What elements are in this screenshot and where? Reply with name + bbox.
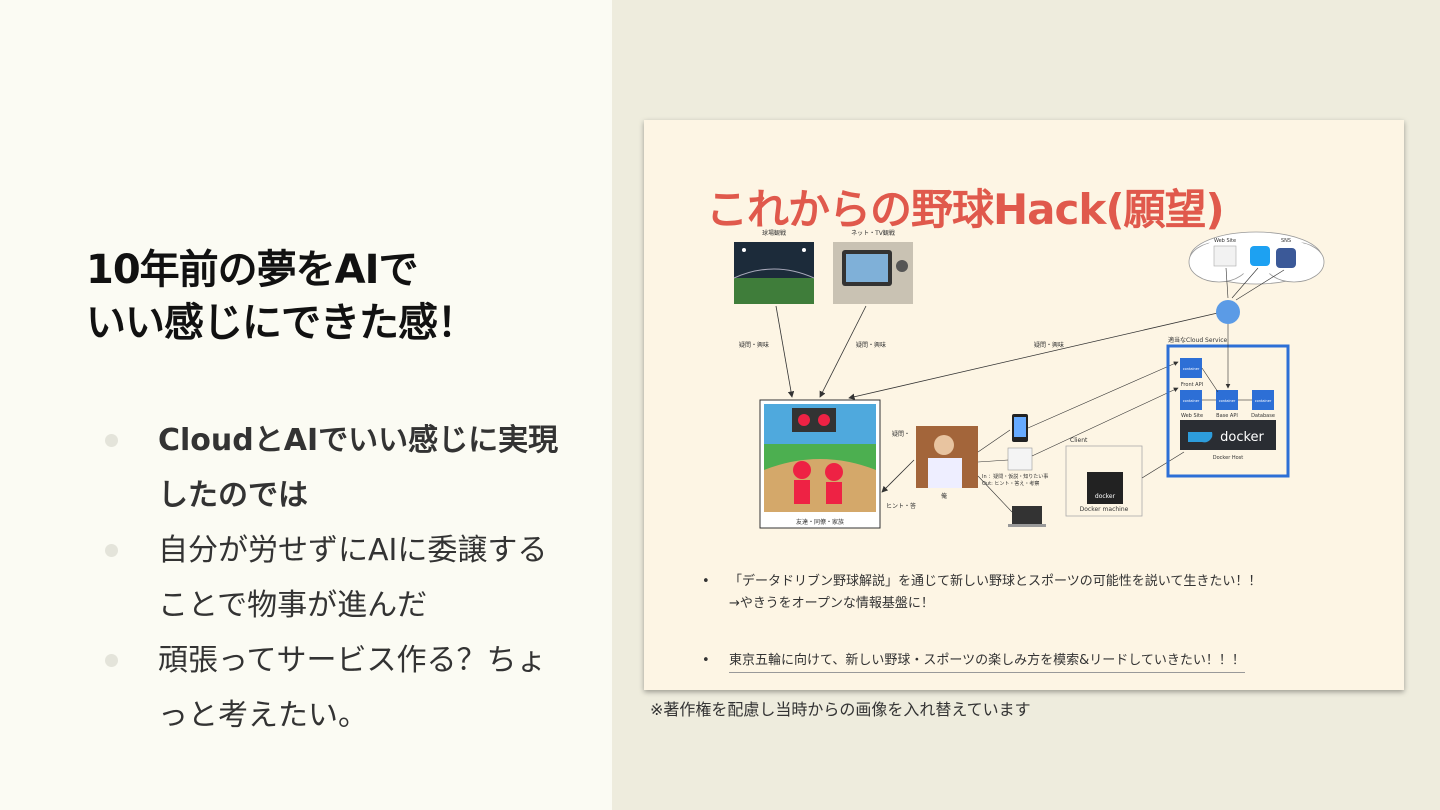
note-1-line2: →やきうをオープンな情報基盤に！	[729, 593, 1382, 615]
container-word: container	[1219, 399, 1236, 403]
container-word: container	[1183, 399, 1200, 403]
arrow-label: 疑問・興味	[1034, 341, 1064, 349]
left-panel: 10年前の夢をAIで いい感じにできた感！ CloudとAIでいい感じに実現した…	[0, 0, 612, 810]
bullet-text: CloudとAIでいい感じに実現したのでは	[158, 423, 558, 513]
me-label: 俺	[941, 492, 947, 500]
docker-machine-label: Docker machine	[1080, 506, 1129, 513]
embedded-slide: これからの野球Hack(願望) 球場観戦 ネット・TV観戦 疑問・興味 疑問・興…	[644, 120, 1404, 690]
facebook-icon	[1276, 248, 1296, 268]
cloud-sns-label: SNS	[1281, 238, 1291, 244]
bullet-dot-icon	[105, 654, 118, 667]
arrow-label: 疑問・興味	[856, 341, 886, 349]
slide-note-2: • 東京五輪に向けて、新しい野球・スポーツの楽しみ方を模索&リードしていきたい！…	[702, 650, 1382, 673]
website-thumb	[1214, 246, 1236, 266]
friends-illustration	[760, 400, 880, 528]
friends-label: 友達・同僚・家族	[796, 518, 844, 526]
docker-logo-word: docker	[1220, 430, 1264, 445]
stadium-photo	[734, 242, 814, 304]
stadium-label: 球場観戦	[762, 229, 786, 237]
globe-icon	[1216, 300, 1240, 324]
base-api-label: Base API	[1216, 413, 1238, 419]
twitter-icon	[1250, 246, 1270, 266]
note-bullet: •	[702, 571, 710, 593]
docker-host-label: Docker Host	[1213, 455, 1244, 461]
arrow-label: 疑問・興味	[739, 341, 769, 349]
database-label: Database	[1251, 413, 1275, 419]
client-label: Client	[1070, 437, 1088, 444]
whale-icon	[1188, 432, 1212, 442]
tv-photo	[833, 242, 913, 304]
front-api-label: Front API	[1181, 382, 1203, 388]
me-photo	[916, 426, 978, 488]
slide-note-1: • 「データドリブン野球解説」を通じて新しい野球とスポーツの可能性を説いて生きた…	[702, 571, 1382, 615]
bullet-item: 自分が労せずにAIに委譲することで物事が進んだ	[100, 523, 570, 633]
web-site-label: Web Site	[1181, 413, 1203, 419]
docker-word: docker	[1095, 493, 1116, 500]
cloud-service-label: 適当なCloud Service	[1168, 336, 1228, 344]
out-label: Out: ヒント・答え・考察	[982, 480, 1039, 487]
bullet-item: 頑張ってサービス作る？ちょっと考えたい。	[100, 633, 570, 743]
note-bullet: •	[702, 650, 710, 672]
bullet-text: 頑張ってサービス作る？ちょっと考えたい。	[158, 643, 547, 733]
laptop-icon	[1012, 506, 1042, 524]
bullet-dot-icon	[105, 434, 118, 447]
note-2-text: 東京五輪に向けて、新しい野球・スポーツの楽しみ方を模索&リードしていきたい！！！	[729, 650, 1245, 673]
main-title: 10年前の夢をAIで いい感じにできた感！	[86, 244, 586, 350]
hint-label: ヒント・答	[886, 502, 916, 510]
bullet-list: CloudとAIでいい感じに実現したのでは 自分が労せずにAIに委譲することで物…	[100, 413, 570, 743]
bullet-dot-icon	[105, 544, 118, 557]
main-title-line1: 10年前の夢をAIで	[86, 247, 418, 293]
main-title-line2: いい感じにできた感！	[86, 300, 476, 346]
arrow-label: 疑問・	[892, 430, 910, 438]
tablet-icon	[1008, 448, 1032, 470]
container-word: container	[1255, 399, 1272, 403]
cloud-website-label: Web Site	[1214, 238, 1236, 244]
bullet-item: CloudとAIでいい感じに実現したのでは	[100, 413, 570, 523]
copyright-caption: ※著作権を配慮し当時からの画像を入れ替えています	[650, 696, 1031, 720]
note-1-line1: 「データドリブン野球解説」を通じて新しい野球とスポーツの可能性を説いて生きたい！…	[729, 571, 1382, 593]
tv-label: ネット・TV観戦	[851, 229, 895, 237]
bullet-text: 自分が労せずにAIに委譲することで物事が進んだ	[158, 533, 547, 623]
in-label: In ：疑問・仮説・知りたい事	[982, 473, 1048, 480]
container-word: container	[1183, 367, 1200, 371]
